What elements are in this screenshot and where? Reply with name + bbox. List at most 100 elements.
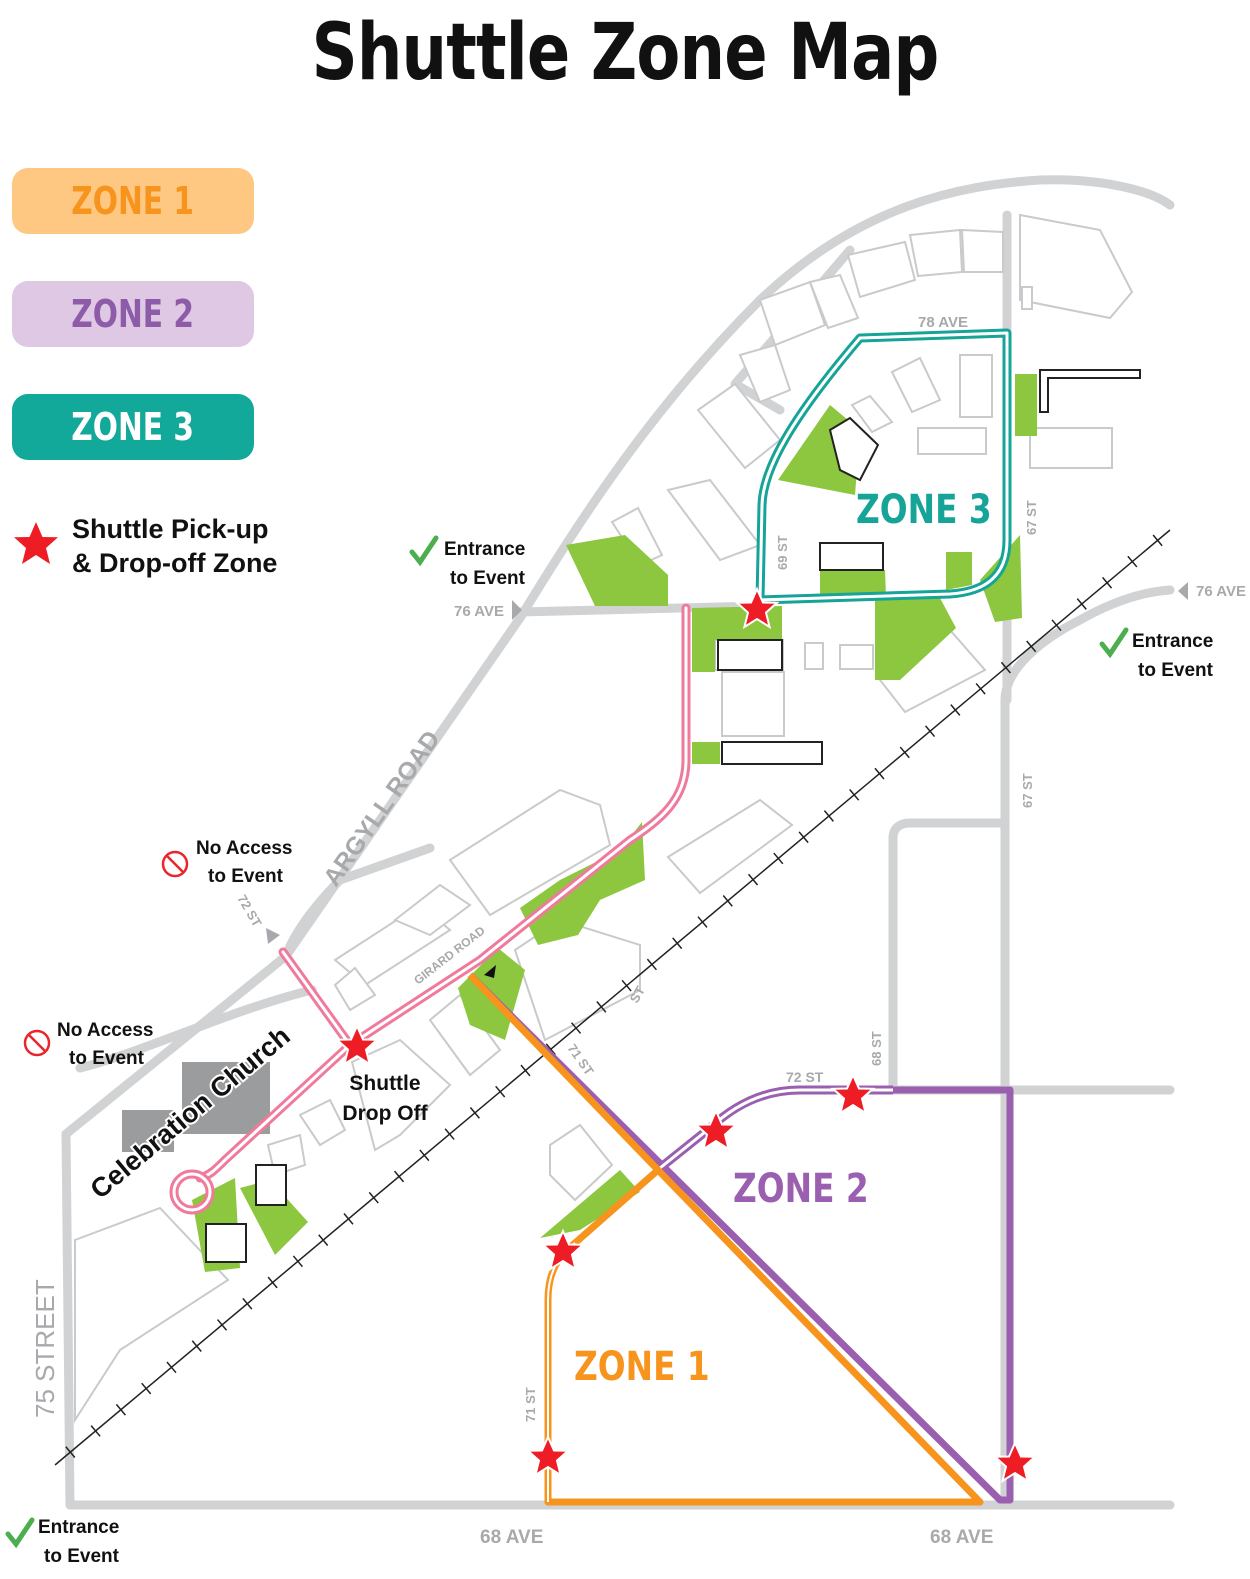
rail-tick [1026,640,1037,653]
legend-zone2: ZONE 2 [12,281,254,347]
ave-76-west [515,601,765,617]
legend-star-label: Shuttle Pick-up & Drop-off Zone [72,512,277,580]
argyll-road [61,175,1175,1139]
rail-tick [1076,598,1087,610]
shuttle-stop-star-icon [334,1023,380,1067]
rail-tick [90,1425,101,1437]
page-title: Shuttle Zone Map [311,8,940,98]
shuttle-stops [334,586,1038,1484]
rail-tick [444,1128,455,1140]
rail-tick [65,1446,76,1458]
no-entry-icon [23,1029,51,1057]
label-72-st-left: 72 ST [234,892,264,930]
shuttle-stop-star-icon [525,1434,571,1478]
label-67-st-mid: 67 ST [1020,773,1035,808]
rail-tick [393,1170,405,1183]
label-68-st: 68 ST [869,1031,884,1066]
rail-tick [722,894,733,907]
rail-tick [318,1234,329,1246]
svg-text:to Event: to Event [450,568,526,589]
svg-text:Shuttle: Shuttle [349,1072,420,1095]
label-75-street: 75 STREET [30,1279,60,1418]
rail-tick [697,916,708,928]
legend-zone2-label: ZONE 2 [71,292,195,336]
shuttle-stop-star-icon [693,1108,739,1152]
rail-tick [849,788,860,801]
label-68-ave-left: 68 AVE [480,1527,543,1548]
rail-tick [823,810,834,822]
zone1-map-label: ZONE 1 [574,1343,710,1390]
entrance-bottom: Entrance to Event [5,1517,120,1567]
rail-tick [469,1107,480,1119]
shuttle-stop-star-icon [540,1228,586,1272]
st-67 [1000,585,1175,1510]
rail-tick [1127,555,1138,568]
legend-star-line2: & Drop-off Zone [72,548,278,578]
shuttle-stop-star-icon [734,586,780,630]
rail-tick [545,1043,556,1056]
legend-star-line1: Shuttle Pick-up [72,514,269,544]
rail-tick [950,704,961,716]
rail-tick [773,852,784,865]
entrance-right: Entrance to Event [1099,627,1214,681]
side-road-lower [75,985,317,1073]
church-building-a [122,1110,174,1152]
zone-map-labels: ZONE 3 ZONE 2 ZONE 1 [574,486,992,1390]
street-arrows [266,582,1188,944]
no-access-bottom: No Access to Event [23,1020,153,1069]
svg-text:to Event: to Event [1138,660,1214,681]
railway [54,529,1171,1466]
shuttle-stop-star-icon [992,1440,1038,1484]
svg-text:No Access: No Access [196,838,292,859]
rail-tick [242,1297,253,1310]
rail-tick [1101,576,1113,589]
rail-tick [115,1403,126,1416]
label-76-ave-right: 76 AVE [1196,583,1246,600]
rail-tick [141,1382,152,1395]
svg-text:to Event: to Event [44,1546,120,1567]
legend-zone3: ZONE 3 [12,394,254,460]
rail-tick [570,1022,582,1034]
shuttle-stop-star-icon [830,1072,876,1116]
label-st-mid: ST [627,984,648,1006]
label-71-st-lower: 71 ST [523,1387,538,1422]
street-75 [61,1129,75,1510]
check-icon [1099,627,1129,659]
rail-tick [191,1340,202,1352]
label-78-ave: 78 AVE [918,314,968,331]
rail-tick [1051,619,1062,632]
svg-text:to Event: to Event [69,1048,145,1069]
church-building-b [182,1062,270,1134]
rail-tick [368,1191,379,1204]
rail-tick [747,873,759,886]
arrow-marker [484,965,496,978]
rail-tick [924,725,936,738]
svg-text:Drop Off: Drop Off [342,1102,428,1125]
no-access-top: No Access to Event [161,838,292,887]
rail-tick [1000,661,1011,674]
rail-tick [292,1255,303,1268]
legend-zone1: ZONE 1 [12,168,254,234]
label-69-st: 69 ST [775,535,790,570]
rail-tick [899,746,910,759]
entrance-labels: Entrance to Event Entrance to Event Entr… [5,535,1214,1567]
legend-zone1-label: ZONE 1 [71,179,195,223]
label-76-ave-left: 76 AVE [454,603,504,620]
svg-text:No Access: No Access [57,1020,153,1041]
rail-tick [646,958,657,971]
rail-tick [596,1001,607,1013]
svg-text:Entrance: Entrance [444,539,525,560]
shuttle-drop-off-label: Shuttle Drop Off [342,1072,428,1125]
side-road-72 [281,843,435,961]
rail-tick [495,1085,506,1098]
check-icon [409,535,439,567]
rail-tick [798,831,809,844]
entrance-top: Entrance to Event [409,535,526,589]
rail-tick [621,979,632,992]
svg-text:Entrance: Entrance [38,1517,119,1538]
rail-tick [874,767,885,780]
check-icon [5,1517,35,1549]
dark-buildings [122,369,1141,1263]
label-72-st-right: 72 ST [786,1069,824,1085]
